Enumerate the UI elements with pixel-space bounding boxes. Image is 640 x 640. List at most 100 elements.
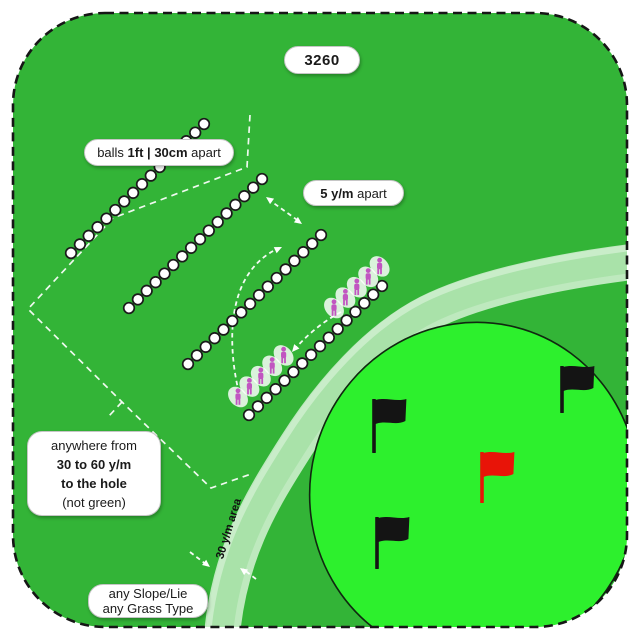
player-group: [324, 256, 390, 319]
golf-ball: [91, 221, 104, 234]
golf-ball: [278, 374, 291, 387]
golf-ball: [202, 224, 215, 237]
golf-ball: [229, 198, 242, 211]
golf-ball: [82, 229, 95, 242]
golf-ball: [73, 238, 87, 251]
conditions-note-line1: any Slope/Lie: [108, 586, 188, 601]
balls-spacing-suffix: apart: [187, 145, 221, 160]
player-leg: [380, 268, 382, 275]
player-leg: [269, 368, 272, 374]
player-body: [331, 304, 337, 311]
golf-ball: [270, 271, 283, 285]
flag-banner: [375, 399, 407, 424]
golf-ball: [313, 340, 327, 353]
rotation-arrow-up: [231, 247, 280, 394]
balls-spacing-prefix: balls: [97, 145, 128, 160]
player-leg: [365, 279, 368, 285]
golf-ball: [211, 215, 224, 229]
golf-ball: [226, 314, 239, 328]
golf-ball: [297, 246, 310, 259]
conditions-note-line2: any Grass Type: [102, 601, 194, 616]
flag-banner: [378, 517, 410, 542]
player-leg: [343, 299, 345, 306]
practice-area-boundary: [26, 114, 252, 489]
player-groups: [228, 256, 390, 408]
player-head: [281, 346, 286, 352]
golf-ball: [255, 172, 269, 186]
player-leg: [235, 399, 238, 405]
player-leg: [334, 310, 337, 316]
golf-ball: [181, 357, 195, 371]
golf-ball: [197, 117, 211, 131]
player-body: [258, 372, 264, 379]
flag-pole: [560, 366, 564, 413]
golf-ball: [118, 195, 131, 208]
golf-ball: [122, 301, 136, 315]
golf-ball: [238, 190, 251, 203]
golf-ball: [220, 207, 233, 220]
golf-ball: [288, 254, 301, 267]
balls-spacing-value1: 1ft: [127, 145, 144, 160]
balls-spacing-value2: 30cm: [154, 145, 188, 160]
golf-ball: [100, 212, 113, 225]
golf-ball: [131, 293, 145, 306]
player-leg: [261, 378, 264, 384]
player-leg: [258, 378, 261, 384]
golf-ball: [306, 237, 319, 250]
player-leg: [354, 289, 357, 295]
golf-ball: [149, 276, 162, 289]
player-head: [235, 388, 241, 394]
golf-ball: [304, 348, 318, 361]
row-spacing-label: 5 y/m apart: [303, 180, 404, 206]
golf-ball: [193, 233, 207, 246]
distance-note-line1: anywhere from: [51, 437, 137, 453]
band-30ym: [203, 242, 627, 627]
player-leg: [249, 388, 252, 395]
player-body: [365, 273, 371, 280]
golf-ball: [144, 169, 157, 182]
golf-ball: [242, 408, 256, 422]
golf-ball: [331, 322, 344, 336]
flag-pole: [375, 517, 379, 569]
player-head: [331, 299, 337, 305]
golf-ball: [126, 186, 140, 199]
flag-icon-black-bottom: [375, 517, 410, 569]
golf-ball: [158, 267, 171, 280]
flag-icon-red-center: [480, 452, 515, 503]
player-leg: [345, 299, 348, 306]
flag-icon-black-top-right: [560, 366, 595, 413]
drill-number-badge: 3260: [284, 46, 360, 74]
row-spacing-value: 5 y/m: [320, 185, 354, 201]
player-leg: [368, 279, 371, 285]
golf-ball: [243, 297, 257, 310]
player-body: [246, 383, 252, 390]
player-leg: [331, 310, 334, 316]
player-leg: [377, 268, 380, 275]
player-body: [281, 351, 287, 359]
golf-ball: [279, 263, 292, 276]
golf-ball: [358, 297, 371, 310]
golf-ball: [251, 400, 265, 413]
player-head: [269, 357, 275, 362]
drill-number: 3260: [304, 51, 340, 69]
flag-icon-black-left: [372, 399, 407, 453]
row-spacing-arrow: [267, 198, 301, 223]
golf-ball: [269, 383, 282, 396]
balls-spacing-separator: |: [143, 145, 155, 160]
player-icon: [273, 345, 294, 366]
golf-ball: [189, 126, 202, 139]
flag-banner: [563, 366, 595, 391]
player-body: [269, 362, 275, 369]
golf-ball: [190, 349, 204, 362]
golf-ball: [314, 228, 328, 242]
golf-ball: [340, 314, 353, 327]
conditions-note: any Slope/Lie any Grass Type: [88, 584, 208, 618]
ball-row: [242, 279, 389, 422]
player-group: [228, 345, 294, 408]
ball-row: [122, 172, 269, 315]
player-body: [377, 262, 383, 270]
ball-rows: [64, 117, 389, 422]
flag-pole: [372, 399, 376, 453]
